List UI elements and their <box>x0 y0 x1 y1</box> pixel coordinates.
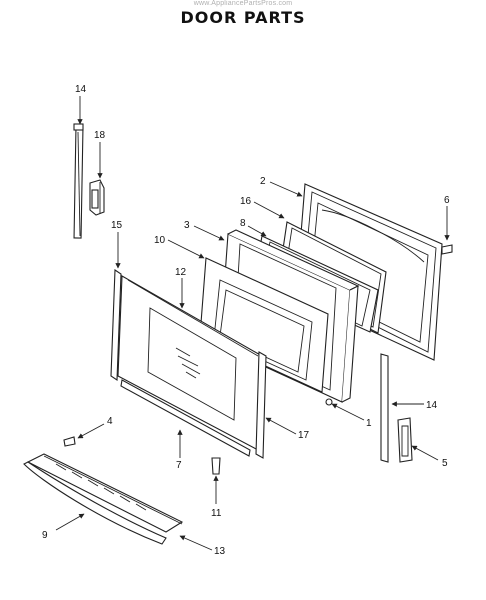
callout-11: 11 <box>211 508 222 519</box>
part-15-left-trim <box>110 268 122 382</box>
callout-14-right: 14 <box>426 400 438 411</box>
callout-4: 4 <box>107 416 113 427</box>
callout-17: 17 <box>298 430 310 441</box>
callout-18: 18 <box>94 130 106 141</box>
callout-6: 6 <box>444 195 450 206</box>
callout-1: 1 <box>366 418 372 429</box>
callout-5: 5 <box>442 458 448 469</box>
callout-3: 3 <box>184 220 190 231</box>
part-9-door-handle <box>23 453 184 545</box>
callout-10: 10 <box>154 235 166 246</box>
part-5-hinge-receiver <box>397 417 413 463</box>
part-14-hinge-right <box>380 353 389 463</box>
part-11-screw <box>211 457 221 475</box>
part-14-hinge-left <box>73 123 84 239</box>
part-7-door-bottom-strip <box>120 379 251 457</box>
callout-13: 13 <box>214 546 226 557</box>
callout-16: 16 <box>240 196 252 207</box>
callout-9: 9 <box>42 530 48 541</box>
part-10-window-frame <box>199 257 329 393</box>
part-17-right-trim <box>255 351 267 459</box>
part-1-screw <box>325 398 333 406</box>
callout-labels: 14 18 15 2 16 8 3 10 12 6 1 14 17 5 4 7 … <box>42 84 450 557</box>
part-4-screw <box>63 436 76 447</box>
part-6-screw <box>441 244 453 255</box>
callout-12: 12 <box>175 267 187 278</box>
part-18-hinge-receiver <box>89 179 105 216</box>
callout-8: 8 <box>240 218 246 229</box>
leader-lines <box>55 96 450 551</box>
callout-2: 2 <box>260 176 266 187</box>
watermark: www.AppliancePartsPros.com <box>193 0 293 7</box>
callout-15: 15 <box>111 220 123 231</box>
page-title: DOOR PARTS <box>180 8 306 27</box>
callout-14-left: 14 <box>75 84 87 95</box>
callout-7: 7 <box>176 460 182 471</box>
